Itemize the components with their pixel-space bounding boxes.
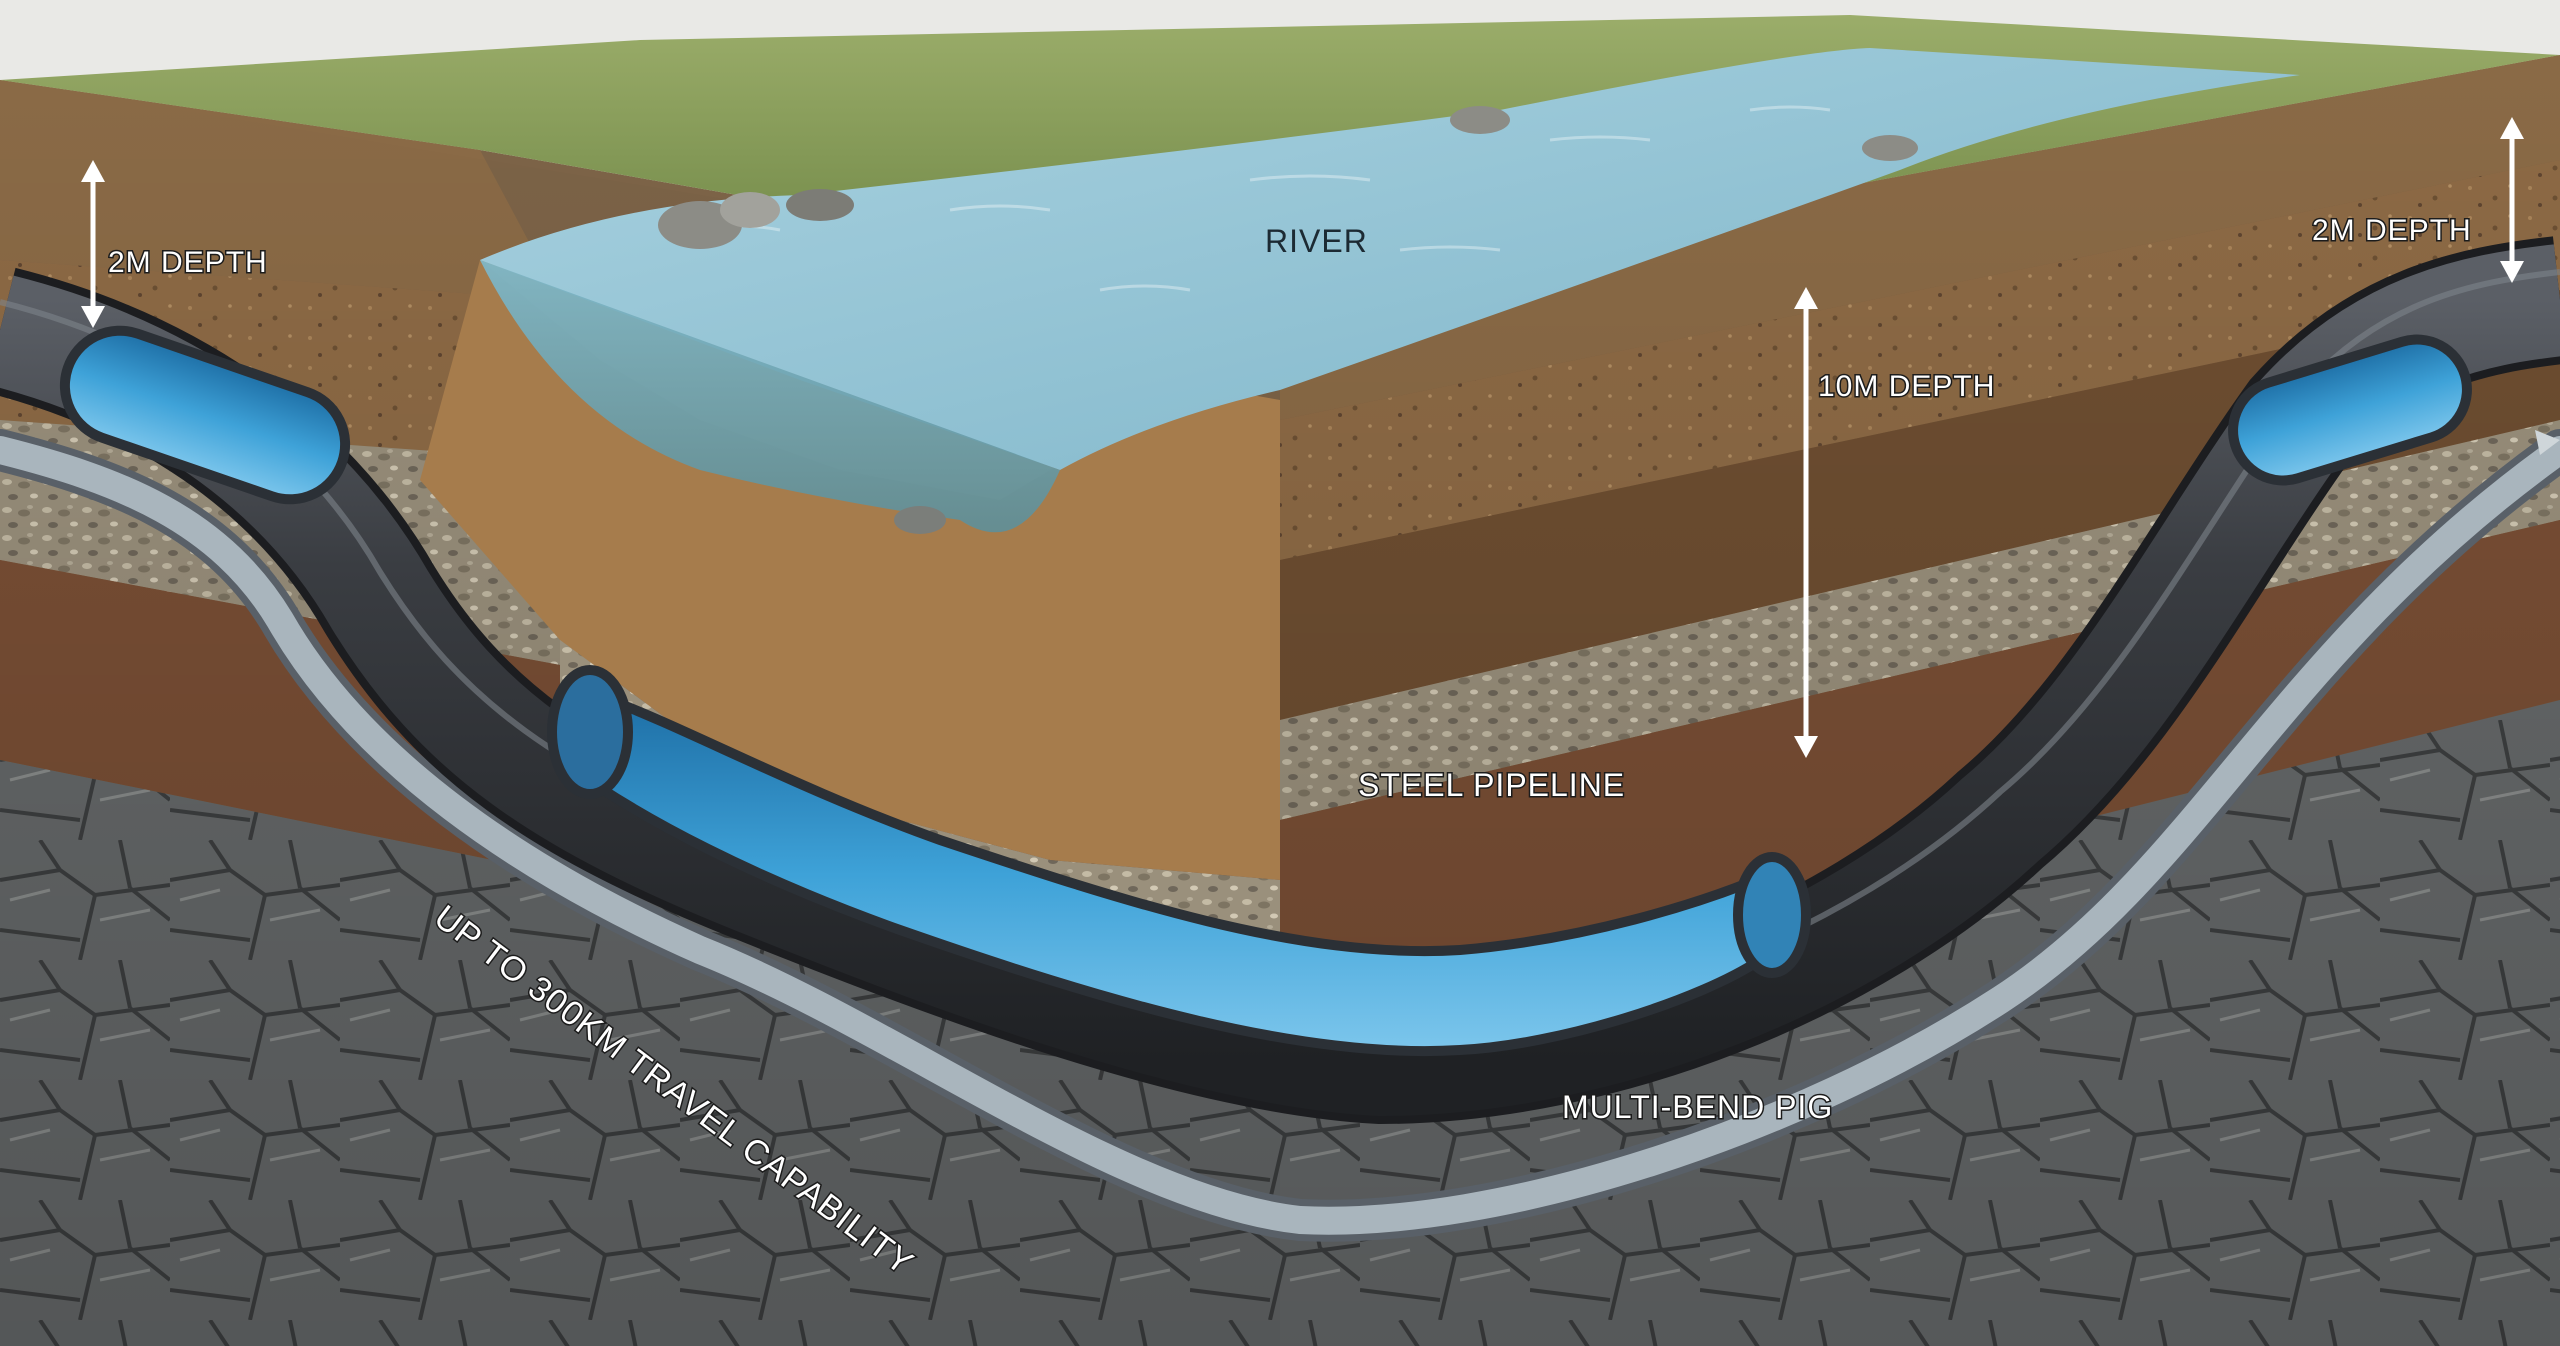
depth-arrow-center [1794, 287, 1818, 758]
depth-label-center: 10M DEPTH [1818, 370, 1995, 403]
flow-arrow-icon [2535, 430, 2560, 455]
river-boulders [658, 106, 1918, 534]
pipe-cutaway-center [547, 665, 1811, 1057]
multi-bend-pig [0, 429, 2560, 1242]
depth-label-right: 2M DEPTH [2312, 214, 2472, 247]
river [480, 48, 2300, 533]
depth-arrow-left [81, 160, 105, 328]
pipe-cutaway-left [59, 325, 351, 505]
multi-bend-pig-label: MULTI-BEND PIG [1562, 1089, 1833, 1125]
steel-pipeline-label: STEEL PIPELINE [1358, 767, 1625, 803]
pipe-cutaway-right [2228, 334, 2472, 486]
depth-label-left: 2M DEPTH [108, 246, 268, 279]
river-label: RIVER [1265, 223, 1368, 259]
depth-arrow-right [2500, 117, 2524, 283]
